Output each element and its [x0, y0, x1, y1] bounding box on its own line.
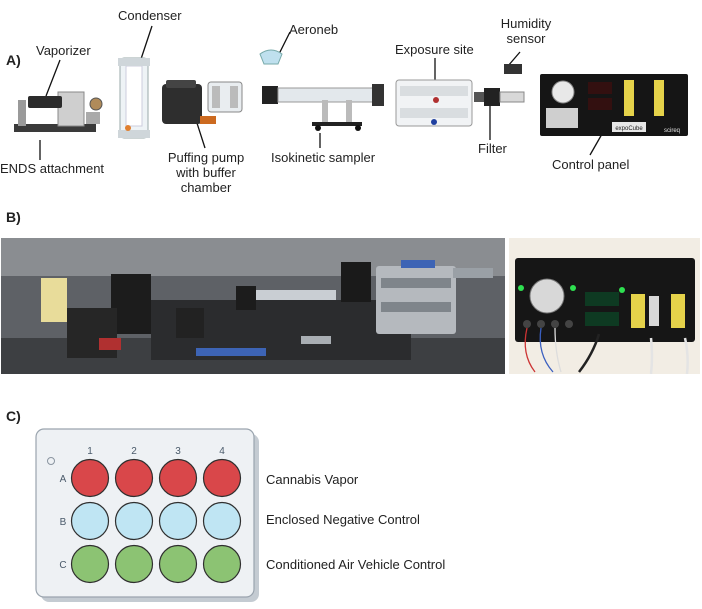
label-control-panel: Control panel — [552, 157, 630, 172]
filter-humidity-device — [474, 64, 525, 106]
vaporizer-device — [14, 91, 103, 132]
well — [202, 501, 242, 541]
well — [202, 544, 242, 584]
control-panel-maker-text: scireq — [664, 128, 680, 134]
column-number: 4 — [219, 446, 225, 457]
label-exposure-site: Exposure site — [395, 42, 474, 57]
panel-a-schematic: expoCube scireq — [14, 25, 688, 160]
photo-control-panel — [509, 238, 700, 374]
panel-letter-c: C) — [6, 408, 21, 424]
row-label-enclosed-negative-control: Enclosed Negative Control — [266, 512, 420, 527]
label-aeroneb: Aeroneb — [289, 22, 339, 37]
well-plate-notch — [47, 457, 55, 465]
well-plate: 1 2 3 4A B C — [35, 428, 259, 602]
isokinetic-sampler-device — [259, 49, 384, 131]
column-number: 1 — [87, 446, 93, 457]
well — [70, 458, 110, 498]
photo-exposure-setup — [1, 238, 505, 374]
control-panel-device: expoCube scireq — [540, 74, 688, 136]
well — [114, 544, 154, 584]
well — [202, 458, 242, 498]
label-isokinetic-sampler: Isokinetic sampler — [271, 150, 376, 165]
panel-letter-a: A) — [6, 52, 21, 68]
well — [158, 458, 198, 498]
column-number: 2 — [131, 446, 137, 457]
well — [114, 458, 154, 498]
photo-exposure-setup-drawing — [1, 238, 505, 374]
panel-letter-b: B) — [6, 209, 21, 225]
row-label-conditioned-air-vehicle-control: Conditioned Air Vehicle Control — [266, 557, 446, 572]
well — [114, 501, 154, 541]
well — [70, 501, 110, 541]
label-vaporizer: Vaporizer — [36, 43, 91, 58]
condenser-device — [118, 57, 150, 139]
control-panel-brand-text: expoCube — [615, 126, 643, 132]
row-label-cannabis-vapor: Cannabis Vapor — [266, 472, 359, 487]
well — [70, 544, 110, 584]
well — [158, 501, 198, 541]
row-letter: C — [59, 560, 66, 571]
label-filter: Filter — [478, 141, 507, 156]
row-letter: B — [60, 517, 67, 528]
well — [158, 544, 198, 584]
label-condenser: Condenser — [118, 8, 182, 23]
row-letter: A — [60, 474, 67, 485]
label-ends-attachment: ENDS attachment — [0, 161, 105, 176]
label-humidity-sensor: Humidity sensor — [500, 16, 552, 46]
label-puffing-pump: Puffing pump with buffer chamber — [167, 150, 245, 195]
column-number: 3 — [175, 446, 181, 457]
exposure-site-device — [395, 79, 473, 127]
puffing-pump-device — [162, 80, 243, 124]
photo-control-panel-drawing — [509, 238, 700, 374]
well-grid: 1 2 3 4A B C — [59, 446, 242, 584]
